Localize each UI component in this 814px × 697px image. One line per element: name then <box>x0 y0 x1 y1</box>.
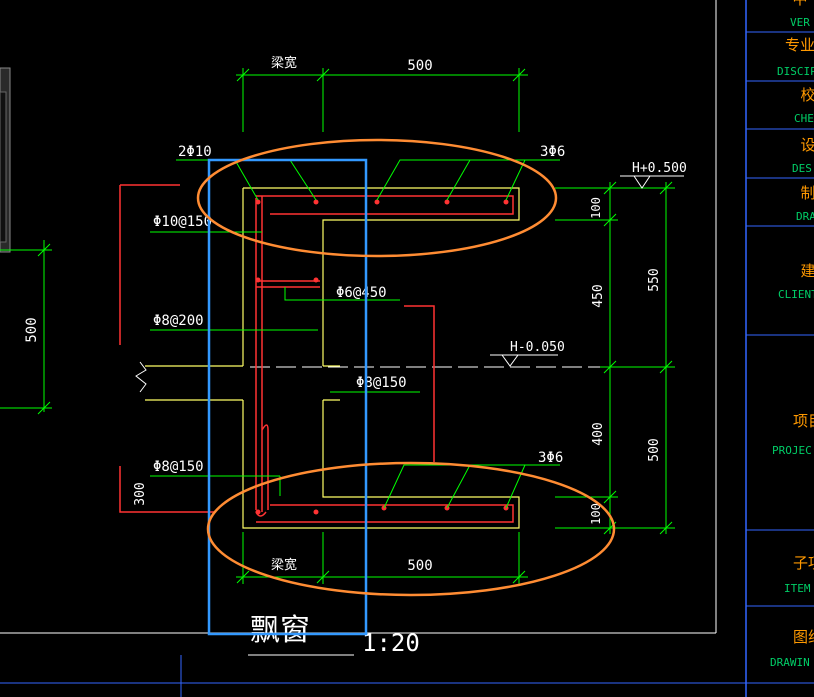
label-phi8-200: Φ8@200 <box>153 313 204 329</box>
concrete-section-outline <box>145 187 520 529</box>
dim-400: 400 <box>591 422 606 445</box>
title-block-label-en: DRA <box>796 210 814 223</box>
top-dimension <box>236 68 528 132</box>
left-dimension <box>0 240 52 415</box>
title-block-label-cn: 子项 <box>793 554 814 572</box>
title-block-label-cn: 专业 <box>785 36 814 54</box>
dim-top-500: 500 <box>407 58 432 74</box>
elevation-marker-top <box>620 175 684 189</box>
rebar-dots <box>255 199 509 515</box>
label-phi8-150-low: Φ8@150 <box>153 459 204 475</box>
title-block-label-cn: 建 <box>800 262 814 280</box>
drawing-scale: 1:20 <box>362 629 420 657</box>
title-block-label-en: DISCIP <box>777 65 814 78</box>
drawing-title: 飘窗 <box>250 613 310 648</box>
right-dimensions <box>555 181 675 535</box>
label-3phi6-top: 3Φ6 <box>540 144 565 160</box>
title-block-label-en: CHE <box>794 112 814 125</box>
dim-300: 300 <box>133 482 148 505</box>
title-block-label-en: VER <box>790 16 810 29</box>
rebar-stirrups <box>119 184 514 523</box>
title-block-label-cn: 校 <box>800 86 814 104</box>
leader-lines <box>150 159 560 509</box>
left-panel-fragment[interactable] <box>0 67 11 253</box>
title-block-label-en: CLIENT <box>778 288 814 301</box>
dim-500-right: 500 <box>647 438 662 461</box>
highlight-ellipse-top <box>196 138 558 258</box>
dim-100-bottom: 100 <box>589 503 603 525</box>
break-symbol <box>135 361 147 393</box>
dim-left-500: 500 <box>24 317 40 342</box>
label-3phi6-bottom: 3Φ6 <box>538 450 563 466</box>
dim-450: 450 <box>591 284 606 307</box>
label-elev-mid: H-0.050 <box>510 340 565 355</box>
title-block-rows: 中 VER 专业 DISCIP 校 CHE 设 DES 制 DRA 建 CLIENT 项目 PROJEC 子… <box>770 0 814 669</box>
label-elev-top: H+0.500 <box>632 161 687 176</box>
bottom-dimension <box>236 532 528 584</box>
title-block-label-en: DES <box>792 162 812 175</box>
title-block-label-en: ITEM <box>784 582 811 595</box>
title-block-label-cn: 图纸 <box>793 628 814 646</box>
dim-bottom-500: 500 <box>407 558 432 574</box>
highlight-ellipse-bottom <box>206 461 616 597</box>
label-phi8-150-mid: Φ8@150 <box>356 375 407 391</box>
title-block-label-cn: 设 <box>800 136 814 154</box>
label-phi10-150: Φ10@150 <box>153 214 212 230</box>
title-block-label-cn: 中 <box>792 0 807 8</box>
dim-top-beam-width: 梁宽 <box>271 55 297 71</box>
dim-100-top: 100 <box>589 197 603 219</box>
title-block-label-en: PROJEC <box>772 444 812 457</box>
label-2phi10: 2Φ10 <box>178 144 212 160</box>
elevation-marker-mid <box>490 354 558 367</box>
dim-bottom-beam-width: 梁宽 <box>271 557 297 573</box>
dim-550: 550 <box>647 268 662 291</box>
title-block-label-en: DRAWIN <box>770 656 810 669</box>
highlight-rectangle <box>207 158 368 636</box>
title-block-label-cn: 项目 <box>793 412 814 430</box>
title-block-label-cn: 制 <box>800 184 814 202</box>
title-block <box>745 0 814 697</box>
label-phi6-450: Φ6@450 <box>336 285 387 301</box>
